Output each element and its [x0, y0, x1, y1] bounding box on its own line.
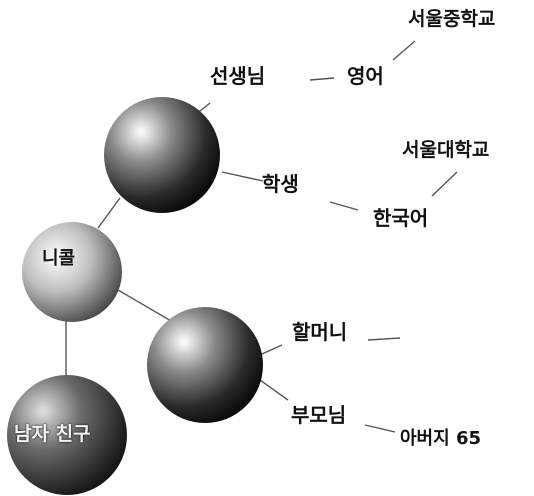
connector-line: [393, 41, 415, 60]
node-seoul-university: 서울대학교: [402, 141, 489, 160]
connector-line: [310, 78, 334, 80]
connector-line: [98, 198, 120, 228]
node-father: 아버지 65: [400, 430, 481, 448]
node-grandmother: 할머니: [292, 322, 347, 342]
connector-line: [432, 172, 457, 196]
sphere-nicole: [22, 222, 122, 322]
node-boyfriend: 남자 친구: [14, 425, 91, 444]
node-korean: 한국어: [373, 208, 428, 228]
connector-line: [222, 172, 263, 181]
node-seoul-middle-school: 서울중학교: [408, 10, 495, 29]
connector-line: [365, 425, 395, 432]
node-student: 학생: [262, 174, 299, 194]
connector-line: [260, 380, 288, 400]
node-english: 영어: [347, 66, 384, 86]
node-teacher: 선생님: [210, 66, 265, 86]
sphere-parents: [147, 307, 263, 423]
node-nicole: 니콜: [42, 250, 75, 268]
node-parents: 부모님: [291, 405, 346, 425]
connector-line: [330, 202, 358, 210]
connector-line: [368, 338, 400, 340]
sphere-teacher: [104, 97, 220, 213]
